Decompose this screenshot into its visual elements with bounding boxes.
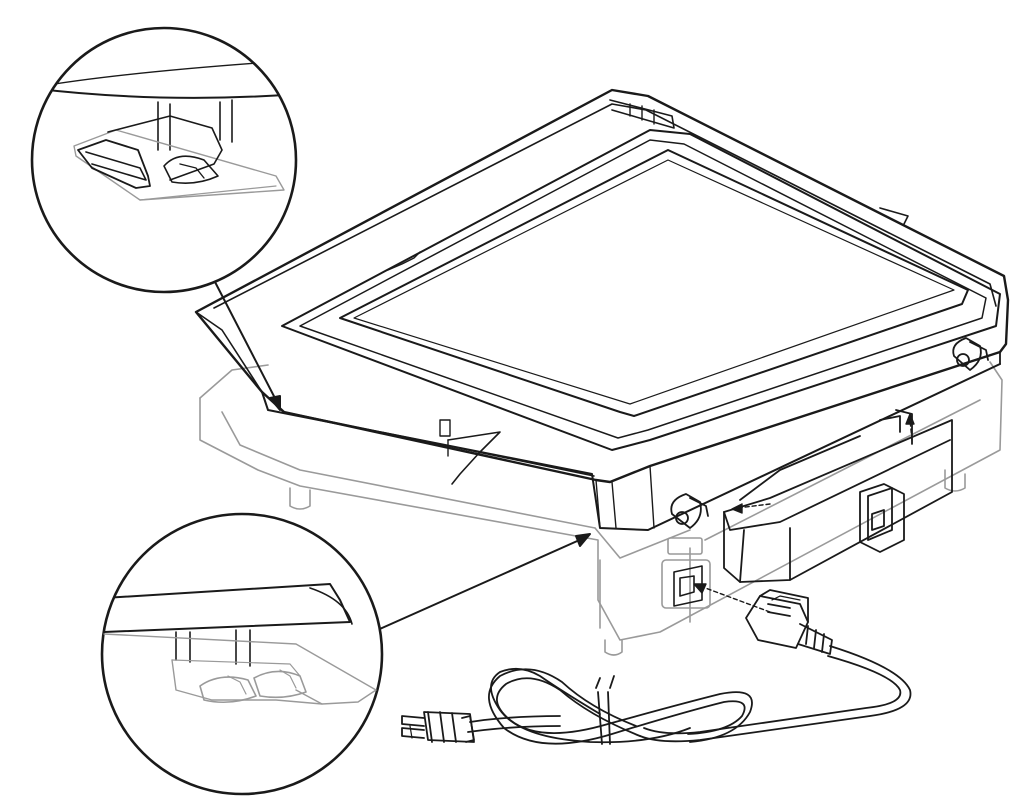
lid-thumbscrew-left (670, 493, 709, 529)
cord-tie-icon (595, 675, 615, 745)
power-plug-icon (401, 711, 475, 743)
callout-pointer-bottom (363, 533, 591, 637)
detail-callout-top (30, 26, 298, 294)
power-connector-arrow (693, 583, 771, 613)
document-tray-icon (723, 409, 953, 583)
iec-connector-icon (673, 565, 703, 607)
iec-plug-icon (745, 589, 833, 655)
scanner-lid (194, 88, 1010, 531)
callout-pointer-top (213, 279, 281, 411)
lid-thumbscrew-right (952, 337, 989, 371)
detail-callout-bottom (100, 512, 384, 796)
tray-alignment-arrows (731, 413, 915, 514)
scanner-base-ghost (199, 361, 1003, 656)
power-cord-icon (467, 645, 912, 745)
